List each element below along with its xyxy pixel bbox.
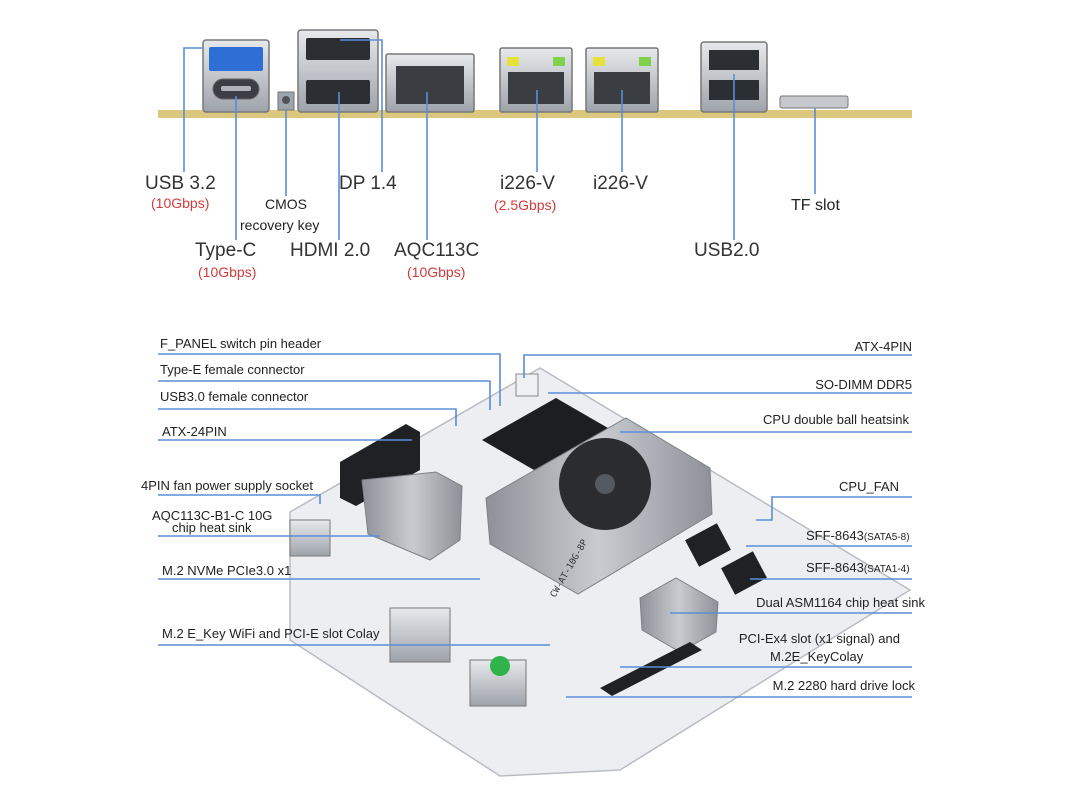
io-panel (158, 29, 912, 240)
cpu-fan-label: CPU_FAN (839, 479, 899, 494)
usb32-label: USB 3.2 (145, 173, 216, 194)
tf-slot (779, 95, 849, 109)
usb20-label: USB2.0 (694, 240, 760, 261)
rj45-i226-a (499, 47, 573, 113)
rj45-aqc (385, 53, 475, 113)
green-cap (490, 656, 510, 676)
sff-b-sub: (SATA1-4) (863, 564, 910, 575)
board-edge-strip (158, 110, 912, 118)
io-leader-lines (183, 39, 816, 240)
dp-hdmi-port (297, 29, 379, 113)
board-usb-port (289, 519, 331, 557)
typec-speed: (10Gbps) (198, 264, 257, 280)
hdd-lock-label: M.2 2280 hard drive lock (772, 678, 915, 693)
cpu-heatsink-label: CPU double ball heatsink (763, 412, 909, 427)
tf-label: TF slot (791, 197, 840, 214)
aqc-heatsink-label-2: chip heat sink (172, 520, 252, 535)
aqc-heatsink (361, 471, 463, 561)
m2-nvme-label: M.2 NVMe PCIe3.0 x1 (162, 563, 292, 578)
atx24-connector (340, 424, 420, 506)
dp-label: DP 1.4 (339, 173, 397, 194)
type-e-label: Type-E female connector (160, 362, 305, 377)
asm-heatsink (639, 577, 719, 653)
aqc-label: AQC113C (394, 240, 480, 261)
atx24-label: ATX-24PIN (162, 424, 227, 439)
sff-a-label: SFF-8643(SATA5-8) (806, 528, 910, 543)
board-leader-lines (158, 353, 912, 698)
sff-a-sub: (SATA5-8) (863, 532, 910, 543)
typec-label: Type-C (195, 240, 257, 261)
usb30-header-label: USB3.0 female connector (160, 389, 309, 404)
sff-connector-a (685, 523, 731, 567)
i226a-speed: (2.5Gbps) (494, 197, 557, 213)
hdmi-label: HDMI 2.0 (290, 240, 371, 261)
sodimm-label: SO-DIMM DDR5 (815, 377, 912, 392)
pcie-label-1: PCI-Ex4 slot (x1 signal) and (738, 631, 900, 646)
motherboard-board: CW-AT-10G-8P (289, 367, 912, 777)
fan-socket-label: 4PIN fan power supply socket (141, 478, 313, 493)
atx4-label: ATX-4PIN (854, 339, 912, 354)
pcie-label-2: M.2E_KeyColay (770, 649, 864, 664)
fpanel-label: F_PANEL switch pin header (160, 336, 322, 351)
sodimm-slot (482, 398, 608, 470)
i226a-label: i226-V (500, 173, 555, 194)
cmos-key (277, 91, 295, 111)
cpu-heatsink (485, 417, 713, 595)
aqc-speed: (10Gbps) (407, 264, 466, 280)
cmos-label-2: recovery key (240, 217, 320, 233)
board-rj45 (389, 607, 451, 663)
sff-a-name: SFF-8643 (806, 528, 864, 543)
i226b-label: i226-V (593, 173, 648, 194)
m2-ekey-label: M.2 E_Key WiFi and PCI-E slot Colay (162, 626, 380, 641)
sff-b-name: SFF-8643 (806, 560, 864, 575)
aqc-heatsink-label-1: AQC113C-B1-C 10G (152, 508, 273, 523)
atx4-connector (515, 373, 539, 397)
sff-connector-b (721, 551, 767, 595)
pcie-slot (600, 642, 702, 696)
usb32-speed: (10Gbps) (151, 195, 210, 211)
usb32-typec-port (202, 39, 270, 113)
cmos-label-1: CMOS (265, 196, 307, 212)
sff-b-label: SFF-8643(SATA1-4) (806, 560, 910, 575)
asm-heatsink-label: Dual ASM1164 chip heat sink (756, 595, 925, 610)
